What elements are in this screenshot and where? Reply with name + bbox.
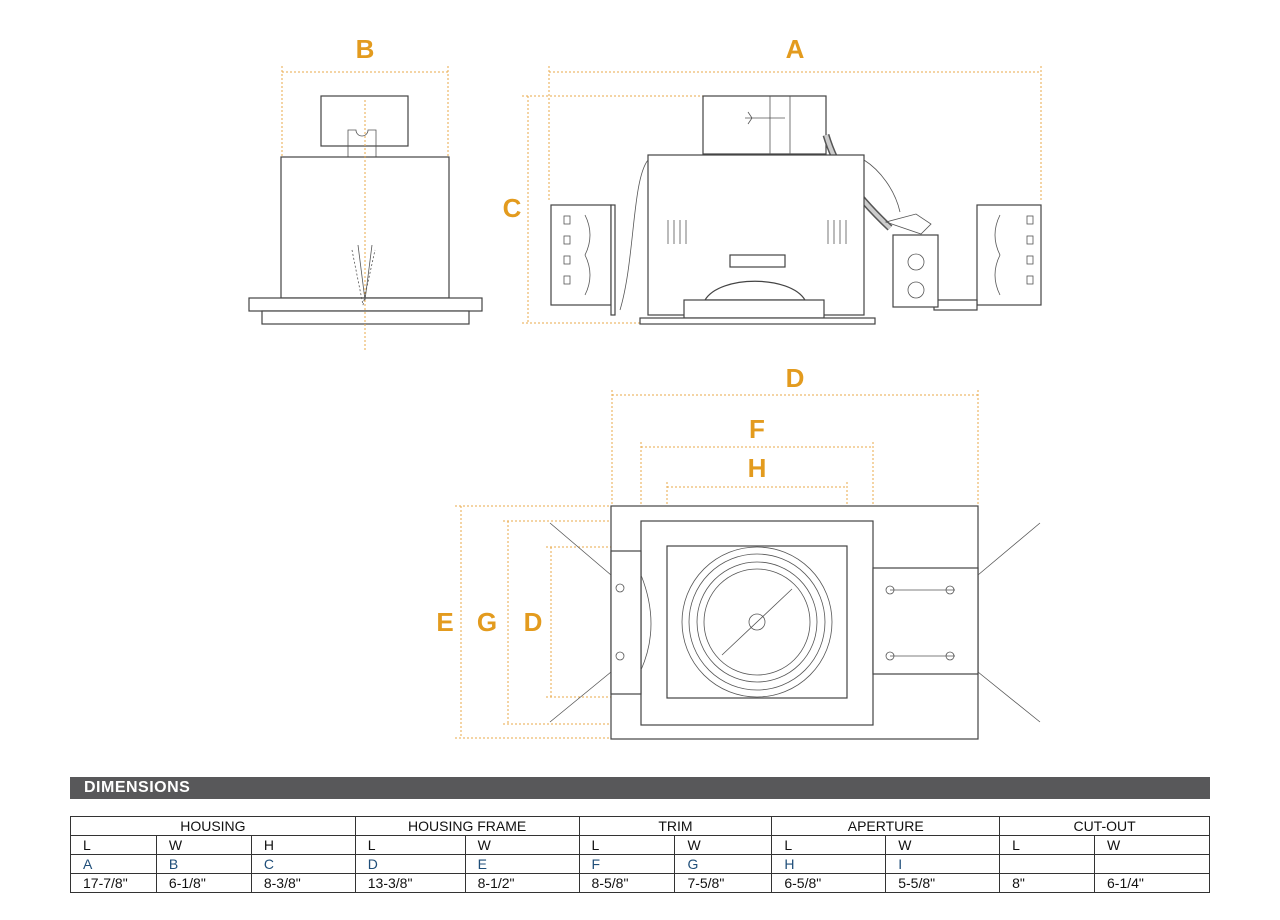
- banner-title: DIMENSIONS: [84, 779, 191, 796]
- dim-label-d-side: D: [524, 607, 543, 637]
- value-cell: 6-1/8": [155, 873, 252, 893]
- table-value-row: 17-7/8" 6-1/8" 8-3/8" 13-3/8" 8-1/2" 8-5…: [70, 873, 1210, 893]
- sub-header: W: [464, 835, 580, 855]
- dim-label-h: H: [748, 453, 767, 483]
- table-letter-row: A B C D E F G H I: [70, 854, 1210, 874]
- dim-label-b: B: [356, 34, 375, 64]
- letter-cell: F: [578, 854, 676, 874]
- table-subheader-row: L W H L W L W L W L W: [70, 835, 1210, 855]
- group-housing-frame: HOUSING FRAME: [354, 816, 580, 836]
- group-housing: HOUSING: [70, 816, 356, 836]
- value-cell: 8": [999, 873, 1096, 893]
- top-view: D F H E G D: [436, 363, 1041, 740]
- letter-cell: E: [464, 854, 580, 874]
- sub-header: L: [999, 835, 1096, 855]
- sub-header: W: [1094, 835, 1210, 855]
- value-cell: 7-5/8": [674, 873, 773, 893]
- value-cell: 5-5/8": [885, 873, 1001, 893]
- technical-drawing: B A C: [248, 34, 1042, 740]
- letter-cell: G: [674, 854, 773, 874]
- side-view-left: B: [248, 34, 483, 350]
- side-view-right: A C: [503, 34, 1042, 325]
- sub-header: W: [155, 835, 252, 855]
- sub-header: H: [250, 835, 356, 855]
- letter-cell: [999, 854, 1096, 874]
- value-cell: 6-1/4": [1094, 873, 1210, 893]
- sub-header: W: [674, 835, 773, 855]
- value-cell: 13-3/8": [354, 873, 466, 893]
- sub-header: L: [354, 835, 466, 855]
- letter-cell: I: [885, 854, 1001, 874]
- letter-cell: A: [70, 854, 157, 874]
- sub-header: L: [771, 835, 887, 855]
- group-trim: TRIM: [578, 816, 773, 836]
- dim-label-d-top: D: [786, 363, 805, 393]
- value-cell: 6-5/8": [771, 873, 887, 893]
- table-group-row: HOUSING HOUSING FRAME TRIM APERTURE CUT-…: [70, 816, 1210, 836]
- dim-label-f: F: [749, 414, 765, 444]
- letter-cell: C: [250, 854, 356, 874]
- dimensions-banner: DIMENSIONS: [70, 777, 1210, 799]
- group-aperture: APERTURE: [771, 816, 1001, 836]
- value-cell: 8-5/8": [578, 873, 676, 893]
- group-cut-out: CUT-OUT: [999, 816, 1210, 836]
- letter-cell: B: [155, 854, 252, 874]
- value-cell: 17-7/8": [70, 873, 157, 893]
- value-cell: 8-3/8": [250, 873, 356, 893]
- dim-label-c: C: [503, 193, 522, 223]
- sub-header: W: [885, 835, 1001, 855]
- dimensions-table: HOUSING HOUSING FRAME TRIM APERTURE CUT-…: [70, 816, 1210, 893]
- value-cell: 8-1/2": [464, 873, 580, 893]
- dim-label-g: G: [477, 607, 497, 637]
- dim-label-a: A: [786, 34, 805, 64]
- dim-label-e: E: [436, 607, 453, 637]
- sub-header: L: [578, 835, 676, 855]
- letter-cell: H: [771, 854, 887, 874]
- letter-cell: D: [354, 854, 466, 874]
- sub-header: L: [70, 835, 157, 855]
- letter-cell: [1094, 854, 1210, 874]
